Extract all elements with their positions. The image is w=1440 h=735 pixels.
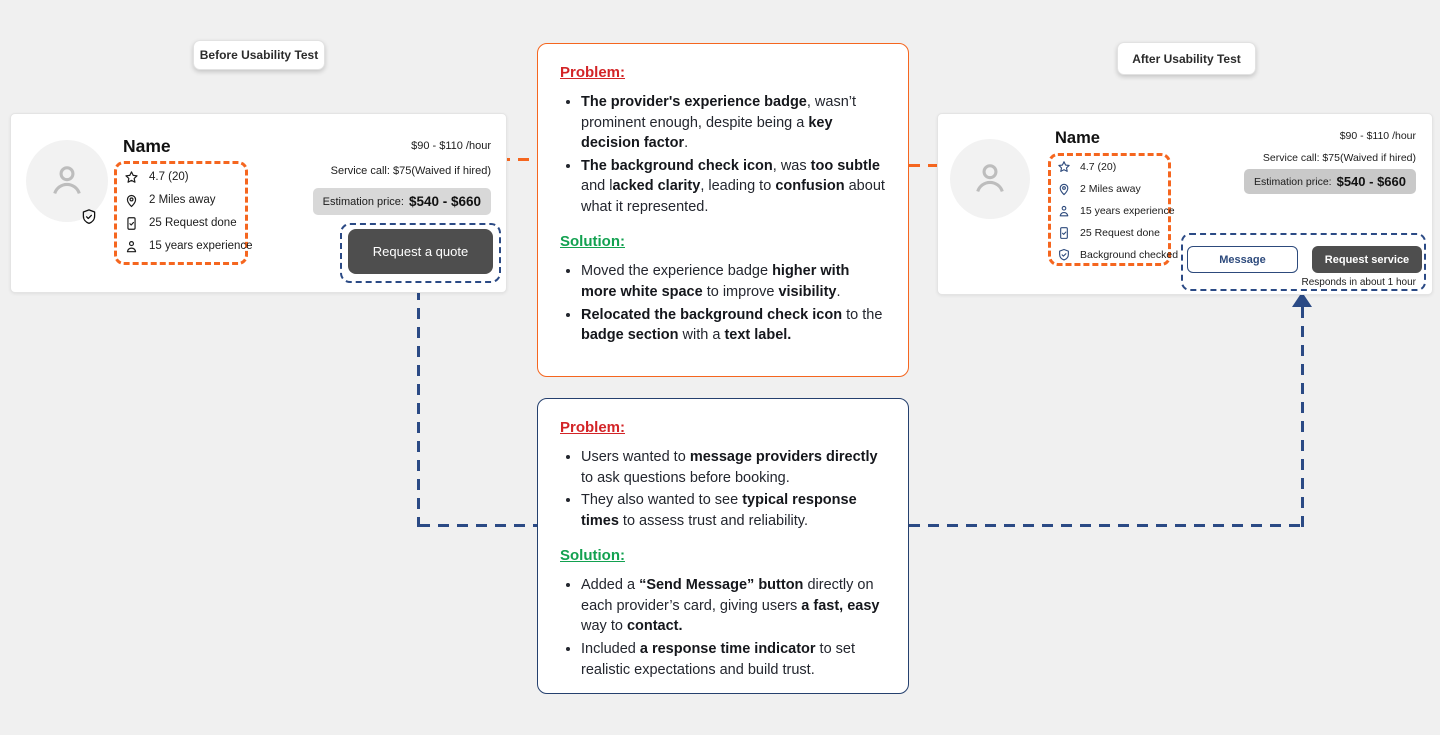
- solution-bullet-list: Added a “Send Message” button directly o…: [560, 575, 886, 680]
- stat-row: 15 years experience: [1057, 203, 1178, 219]
- provider-name: Name: [1055, 129, 1100, 147]
- provider-card-before: Name 4.7 (20) 2 Miles away 25 Request done…: [10, 113, 507, 293]
- stat-row: 4.7 (20): [124, 169, 253, 185]
- stat-row: 4.7 (20): [1057, 159, 1178, 175]
- estimation-price-pill: Estimation price: $540 - $660: [312, 188, 491, 215]
- provider-card-after: Name 4.7 (20) 2 Miles away 15 years experi…: [937, 113, 1433, 295]
- stat-row: 25 Request done: [1057, 225, 1178, 241]
- person-icon: [1057, 204, 1071, 218]
- estimation-price-pill: Estimation price: $540 - $660: [1243, 169, 1416, 194]
- avatar: [26, 140, 108, 222]
- estimation-price-value: $540 - $660: [408, 194, 481, 209]
- stat-text: 4.7 (20): [1080, 160, 1117, 173]
- navy-connector-line-down: [417, 289, 420, 527]
- person-avatar-icon: [976, 164, 1004, 193]
- avatar: [950, 139, 1030, 219]
- stat-text: 15 years experience: [1080, 204, 1175, 217]
- after-usability-test-label: After Usability Test: [1117, 42, 1256, 75]
- hourly-rate: $90 - $110 /hour: [1339, 130, 1416, 142]
- service-call-fee: Service call: $75(Waived if hired): [1262, 152, 1416, 164]
- stat-row: 25 Request done: [124, 215, 253, 231]
- stat-text: 2 Miles away: [1080, 182, 1141, 195]
- stat-row: Background checked: [1057, 247, 1178, 263]
- stat-text: 25 Request done: [1080, 227, 1160, 240]
- navy-arrowhead-icon: [1292, 292, 1312, 307]
- solution-heading: Solution:: [560, 547, 625, 565]
- cta-highlight-frame: [340, 223, 501, 283]
- problem-heading: Problem:: [560, 419, 626, 436]
- navy-connector-line-up: [1301, 307, 1304, 527]
- before-usability-test-label: Before Usability Test: [193, 40, 325, 70]
- navy-connector-line-right: [909, 524, 1303, 527]
- response-time-indicator: Responds in about 1 hour: [1301, 277, 1416, 288]
- hourly-rate: $90 - $110 /hour: [411, 140, 491, 152]
- bullet-item: Added a “Send Message” button directly o…: [581, 575, 886, 637]
- request-done-icon: [1057, 226, 1071, 240]
- experience-badge-highlight-frame: [114, 161, 248, 265]
- estimation-price-value: $540 - $660: [1336, 174, 1406, 189]
- request-done-icon: [124, 216, 139, 231]
- request-service-button[interactable]: Request service: [1312, 246, 1422, 273]
- stat-row: 15 years experience: [124, 238, 253, 254]
- bullet-item: They also wanted to see typical response…: [581, 490, 886, 531]
- experience-badge-highlight-frame: [1048, 153, 1171, 266]
- service-call-fee: Service call: $75(Waived if hired): [330, 165, 491, 177]
- bullet-item: Users wanted to message providers direct…: [581, 447, 886, 488]
- stat-text: 15 years experience: [149, 240, 253, 252]
- provider-stats-list: 4.7 (20) 2 Miles away 15 years experience 2…: [1057, 159, 1178, 263]
- star-icon: [124, 170, 139, 185]
- shield-check-icon: [1057, 248, 1071, 262]
- message-button[interactable]: Message: [1187, 246, 1298, 273]
- location-icon: [124, 193, 139, 208]
- estimation-price-label: Estimation price:: [322, 195, 404, 208]
- annotation-box-badges: Problem: The provider's experience badge…: [537, 43, 909, 377]
- stat-row: 2 Miles away: [124, 192, 253, 208]
- stat-text: 2 Miles away: [149, 194, 216, 206]
- estimation-price-label: Estimation price:: [1253, 175, 1332, 188]
- location-icon: [1057, 182, 1071, 196]
- solution-bullet-list: Moved the experience badge higher with m…: [560, 261, 886, 345]
- before-label-text: Before Usability Test: [199, 48, 319, 62]
- stat-text: 4.7 (20): [149, 171, 189, 183]
- bullet-item: Moved the experience badge higher with m…: [581, 261, 886, 302]
- problem-heading: Problem:: [560, 64, 626, 81]
- bullet-item: Included a response time indicator to se…: [581, 639, 886, 680]
- stat-text: Background checked: [1080, 249, 1179, 262]
- star-icon: [1057, 160, 1071, 174]
- bullet-item: The background check icon, was too subtl…: [581, 156, 886, 218]
- bullet-item: The provider's experience badge, wasn’t …: [581, 92, 886, 154]
- stat-text: 25 Request done: [149, 217, 237, 229]
- problem-bullet-list: The provider's experience badge, wasn’t …: [560, 92, 886, 217]
- bullet-item: Relocated the background check icon to t…: [581, 305, 886, 346]
- stat-row: 2 Miles away: [1057, 181, 1178, 197]
- background-check-shield-icon: [80, 208, 98, 226]
- navy-connector-line-left: [419, 524, 537, 527]
- provider-stats-list: 4.7 (20) 2 Miles away 25 Request done 15 ye…: [124, 169, 253, 254]
- annotation-box-messaging: Problem: Users wanted to message provide…: [537, 398, 909, 694]
- cta-highlight-frame: [1181, 233, 1426, 291]
- person-icon: [124, 239, 139, 254]
- provider-name: Name: [123, 136, 171, 156]
- person-avatar-icon: [53, 166, 81, 195]
- problem-bullet-list: Users wanted to message providers direct…: [560, 447, 886, 531]
- solution-heading: Solution:: [560, 233, 625, 251]
- request-quote-button[interactable]: Request a quote: [348, 229, 493, 274]
- after-label-text: After Usability Test: [1132, 51, 1241, 66]
